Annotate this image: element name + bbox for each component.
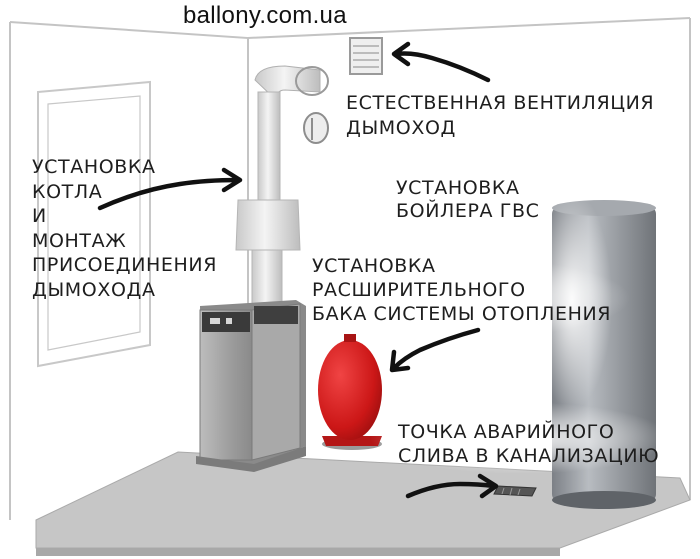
door — [37, 80, 151, 368]
arrow-to-drain-icon — [405, 473, 499, 499]
chimney-label: ДЫМОХОД — [346, 117, 456, 139]
arrow-to-expansion-tank-icon — [389, 327, 481, 373]
gas-boiler — [196, 300, 306, 472]
drain-point-label: ТОЧКА АВАРИЙНОГО СЛИВА В КАНАЛИЗАЦИЮ — [398, 421, 660, 467]
arrow-to-ventilation-icon — [391, 41, 491, 83]
chimney-outlet-icon — [303, 112, 329, 144]
water-heater-label: УСТАНОВКА БОЙЛЕРА ГВС — [396, 177, 540, 222]
expansion-tank — [318, 334, 382, 450]
chimney-pipe — [235, 65, 329, 309]
ventilation-label: ЕСТЕСТВЕННАЯ ВЕНТИЛЯЦИЯ — [346, 92, 655, 114]
drain-grate — [493, 485, 537, 497]
arrow-to-boiler-chimney-icon — [97, 167, 243, 211]
ventilation-grille-icon — [349, 37, 383, 75]
expansion-tank-label: УСТАНОВКА РАСШИРИТЕЛЬНОГО БАКА СИСТЕМЫ О… — [312, 255, 612, 325]
watermark: ballony.com.ua — [183, 2, 347, 29]
boiler-installation-label: УСТАНОВКА КОТЛА И МОНТАЖ ПРИСОЕДИНЕНИЯ Д… — [32, 156, 218, 301]
